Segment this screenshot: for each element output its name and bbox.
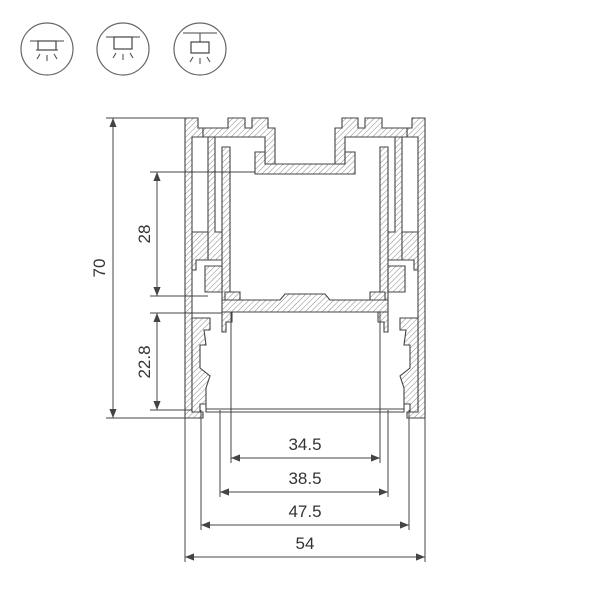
dimension-lower-height: 22.8: [135, 312, 222, 411]
dimension-width-a: 34.5: [231, 435, 380, 462]
recessed-mount-icon: [20, 22, 74, 76]
dimension-width-b: 38.5: [220, 469, 388, 496]
width-extension-lines: [184, 312, 426, 562]
label-lower-height: 22.8: [135, 345, 154, 378]
label-width-b: 38.5: [288, 469, 321, 488]
surface-mount-icon: [96, 22, 150, 76]
dimension-width-total: 54: [185, 534, 425, 561]
dimension-height-total: 70: [90, 117, 185, 419]
label-inner-height: 28: [135, 225, 154, 244]
profile-cross-section: [184, 117, 426, 419]
suspended-mount-icon: [173, 22, 227, 76]
label-width-total: 54: [296, 534, 315, 553]
label-width-c: 47.5: [288, 502, 321, 521]
label-height-total: 70: [90, 259, 109, 278]
dimension-inner-height: 28: [135, 171, 255, 297]
dimension-width-c: 47.5: [201, 502, 409, 529]
label-width-a: 34.5: [288, 435, 321, 454]
